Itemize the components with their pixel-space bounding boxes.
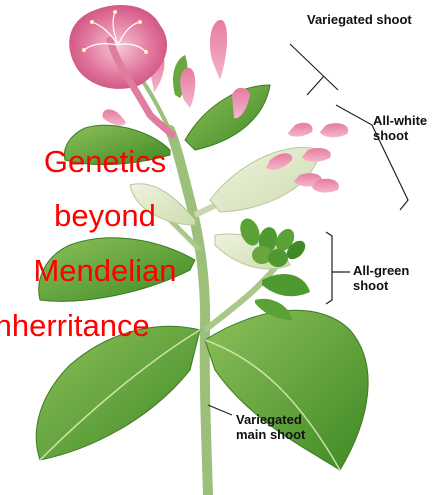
label-all-green-shoot: All-green shoot: [353, 263, 409, 293]
title-line-3: Mendelian: [0, 254, 225, 288]
title-line-2: beyond: [5, 199, 205, 233]
label-all-green-line2: shoot: [353, 278, 409, 293]
label-all-white-line1: All-white: [373, 113, 427, 128]
label-all-white-line2: shoot: [373, 128, 427, 143]
label-all-green-line1: All-green: [353, 263, 409, 278]
label-variegated-main-shoot: Variegated main shoot: [236, 412, 305, 442]
label-variegated-shoot: Variegated shoot: [307, 12, 412, 27]
label-all-white-shoot: All-white shoot: [373, 113, 427, 143]
title-line-1: Genetics: [5, 145, 205, 179]
label-main-line1: Variegated: [236, 412, 305, 427]
label-main-line2: main shoot: [236, 427, 305, 442]
pink-flower: [69, 5, 172, 135]
title-line-4: Inherritance: [0, 309, 216, 343]
